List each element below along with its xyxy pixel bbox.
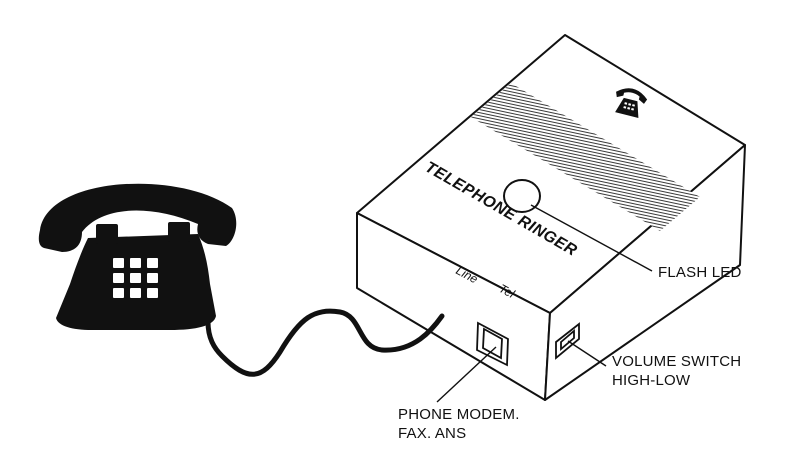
telephone-keypad <box>113 258 158 298</box>
small-telephone-icon <box>615 88 648 118</box>
flash-led <box>503 179 541 213</box>
telephone-icon <box>38 183 237 330</box>
leader-lines <box>436 204 653 403</box>
ringer-box <box>356 34 746 401</box>
callout-volume-switch-line2: HIGH-LOW <box>612 372 691 389</box>
leader-phone-port <box>436 346 497 403</box>
speaker-grille <box>471 83 700 231</box>
callout-phone-port-line1: PHONE MODEM. <box>398 406 520 423</box>
callout-phone-port: PHONE MODEM. FAX. ANS <box>398 405 520 443</box>
callout-volume-switch-line1: VOLUME SWITCH <box>612 353 742 370</box>
leader-volume-switch <box>567 340 607 367</box>
telephone-cord <box>205 308 445 377</box>
rj11-jack <box>476 321 509 367</box>
leader-flash-led <box>530 204 653 272</box>
callout-volume-switch: VOLUME SWITCH HIGH-LOW <box>612 352 741 390</box>
volume-switch <box>555 322 580 360</box>
callout-flash-led: FLASH LED <box>658 264 742 281</box>
port-label-tel: Tel <box>497 281 518 301</box>
callout-phone-port-line2: FAX. ANS <box>398 425 467 442</box>
